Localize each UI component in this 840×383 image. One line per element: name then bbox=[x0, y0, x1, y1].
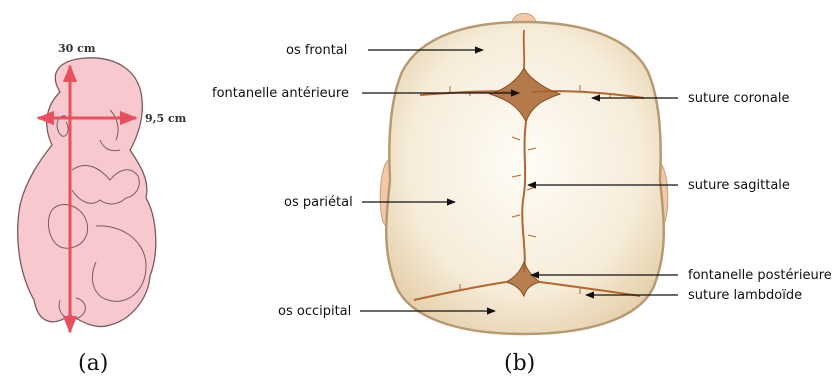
caption-b: (b) bbox=[504, 351, 535, 376]
head-width-label: 9,5 cm bbox=[145, 112, 187, 125]
metopic-suture bbox=[524, 30, 525, 68]
label-os-frontal: os frontal bbox=[286, 43, 347, 58]
label-suture-sagittale: suture sagittale bbox=[688, 178, 790, 193]
label-suture-coronale: suture coronale bbox=[688, 91, 789, 106]
fetus-illustration bbox=[18, 58, 156, 327]
label-fontanelle-posterieure: fontanelle postérieure bbox=[688, 268, 832, 283]
label-os-occipital: os occipital bbox=[278, 304, 351, 319]
skull-illustration bbox=[380, 14, 668, 335]
label-suture-lambdoide: suture lambdoïde bbox=[688, 288, 802, 303]
caption-a: (a) bbox=[78, 351, 108, 376]
length-label: 30 cm bbox=[58, 42, 96, 55]
label-fontanelle-anterieure: fontanelle antérieure bbox=[212, 86, 349, 101]
label-os-parietal: os pariétal bbox=[284, 195, 353, 210]
